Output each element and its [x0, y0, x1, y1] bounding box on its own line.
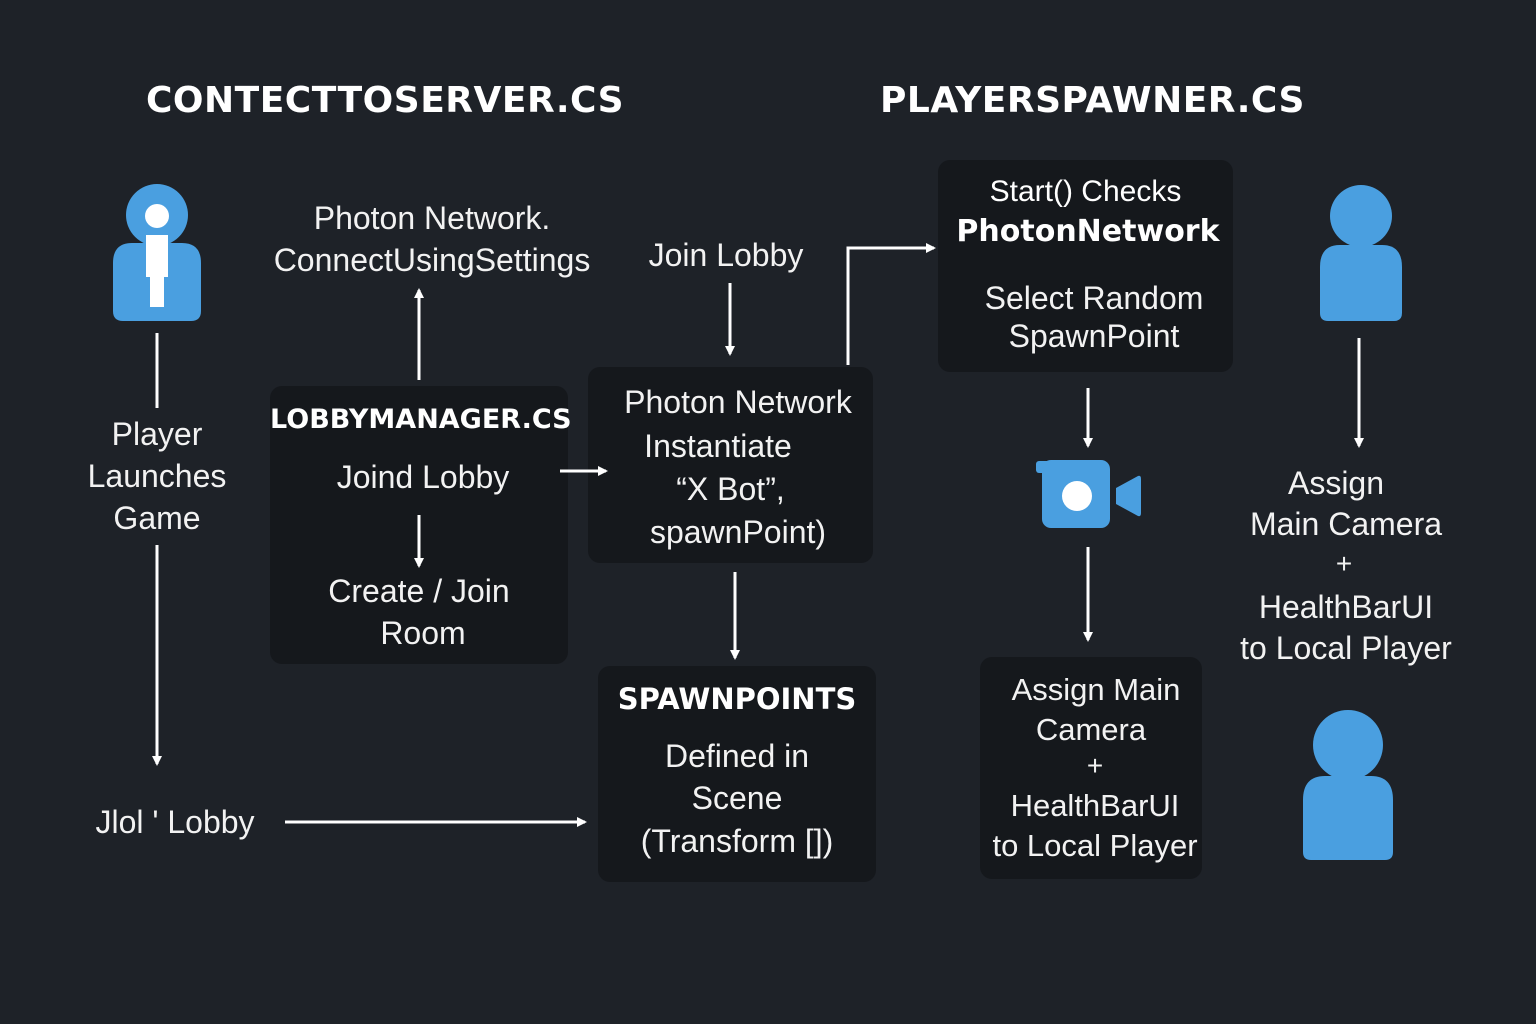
assign-camera-box [980, 657, 1202, 879]
spawnpoints-line-3: (Transform []) [640, 823, 834, 859]
instantiate-line-1: Photon Network [624, 384, 852, 420]
lobby-manager-header: LOBBYMANAGER.CS [270, 404, 572, 435]
start-checks-header-line-2: PhotonNetwork [956, 214, 1220, 249]
title-player-spawner: PLAYERSPAWNER.CS [880, 80, 1305, 121]
spawnpoints-line-1: Defined in [664, 738, 810, 774]
assign-right-line-5: to Local Player [1240, 630, 1452, 666]
assign-box-line-2: Camera [1035, 712, 1147, 747]
assign-right-line-2: Main Camera [1249, 506, 1443, 542]
assign-right-line-4: HealthBarUI [1258, 589, 1434, 625]
instantiate-line-4: spawnPoint) [649, 514, 827, 550]
player-launches-line-2: Launches [87, 458, 227, 494]
select-random-line-2: SpawnPoint [1008, 318, 1180, 354]
select-random-line-1: Select Random [984, 280, 1204, 316]
player-launches-line-1: Player [111, 416, 203, 452]
join-lobby-top-label: Join Lobby [648, 237, 804, 273]
instantiate-line-3: “X Bot”, [676, 471, 785, 507]
user-icon-top [1320, 185, 1402, 321]
joind-lobby-label: Joind Lobby [336, 459, 510, 495]
assign-box-line-4: HealthBarUI [1010, 788, 1180, 823]
spawnpoints-line-2: Scene [691, 780, 783, 816]
assign-right-line-1: Assign [1287, 465, 1385, 501]
player-icon [113, 184, 201, 321]
join-lobby-bottom-label: Jlol ' Lobby [95, 804, 255, 840]
instantiate-box [588, 367, 873, 563]
spawnpoints-box [598, 666, 876, 882]
spawnpoints-header: SPAWNPOINTS [617, 682, 857, 716]
connect-line-1: Photon Network. [313, 200, 551, 236]
start-checks-header-line-1: Start() Checks [989, 175, 1182, 208]
connect-line-2: ConnectUsingSettings [273, 242, 591, 278]
assign-right-plus: + [1335, 548, 1353, 579]
create-join-line-1: Create / Join [328, 573, 510, 609]
assign-box-line-1: Assign Main [1011, 672, 1181, 707]
instantiate-line-2: Instantiate [644, 428, 792, 464]
player-launches-line-3: Game [113, 500, 201, 536]
camera-icon [1036, 460, 1141, 528]
assign-box-line-5: to Local Player [992, 828, 1198, 863]
assign-box-plus: + [1086, 750, 1104, 781]
create-join-line-2: Room [380, 615, 466, 651]
start-checks-box [938, 160, 1233, 372]
user-icon-bottom [1303, 710, 1393, 860]
arrow-instantiate-to-start [846, 243, 936, 365]
title-connect-to-server: CONTECTTOSERVER.CS [146, 80, 625, 121]
